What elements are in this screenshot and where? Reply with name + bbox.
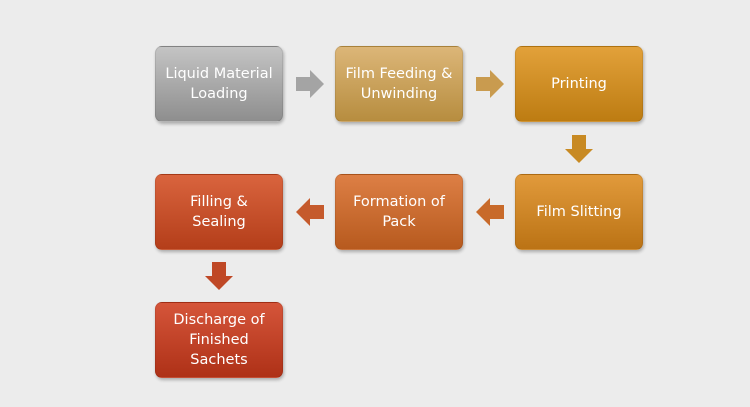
arrow-down-icon <box>565 135 593 163</box>
arrow-left-icon <box>476 198 504 226</box>
step-label: Film Slitting <box>536 204 622 220</box>
arrow-right-icon <box>476 70 504 98</box>
step-box-formation-of-pack: Formation of Pack <box>335 174 463 250</box>
step-label: Filling & Sealing <box>190 194 248 230</box>
step-box-film-slitting: Film Slitting <box>515 174 643 250</box>
step-box-filling-sealing: Filling & Sealing <box>155 174 283 250</box>
step-box-printing: Printing <box>515 46 643 122</box>
step-label: Printing <box>551 76 607 92</box>
step-label: Formation of Pack <box>353 194 445 230</box>
step-label: Film Feeding & Unwinding <box>345 66 453 102</box>
step-box-discharge-finished-sachets: Discharge of Finished Sachets <box>155 302 283 378</box>
step-box-liquid-material-loading: Liquid Material Loading <box>155 46 283 122</box>
step-label: Discharge of Finished Sachets <box>173 312 265 368</box>
arrow-right-icon <box>296 70 324 98</box>
arrow-down-icon <box>205 262 233 290</box>
arrow-left-icon <box>296 198 324 226</box>
step-label: Liquid Material Loading <box>165 66 273 102</box>
step-box-film-feeding-unwinding: Film Feeding & Unwinding <box>335 46 463 122</box>
